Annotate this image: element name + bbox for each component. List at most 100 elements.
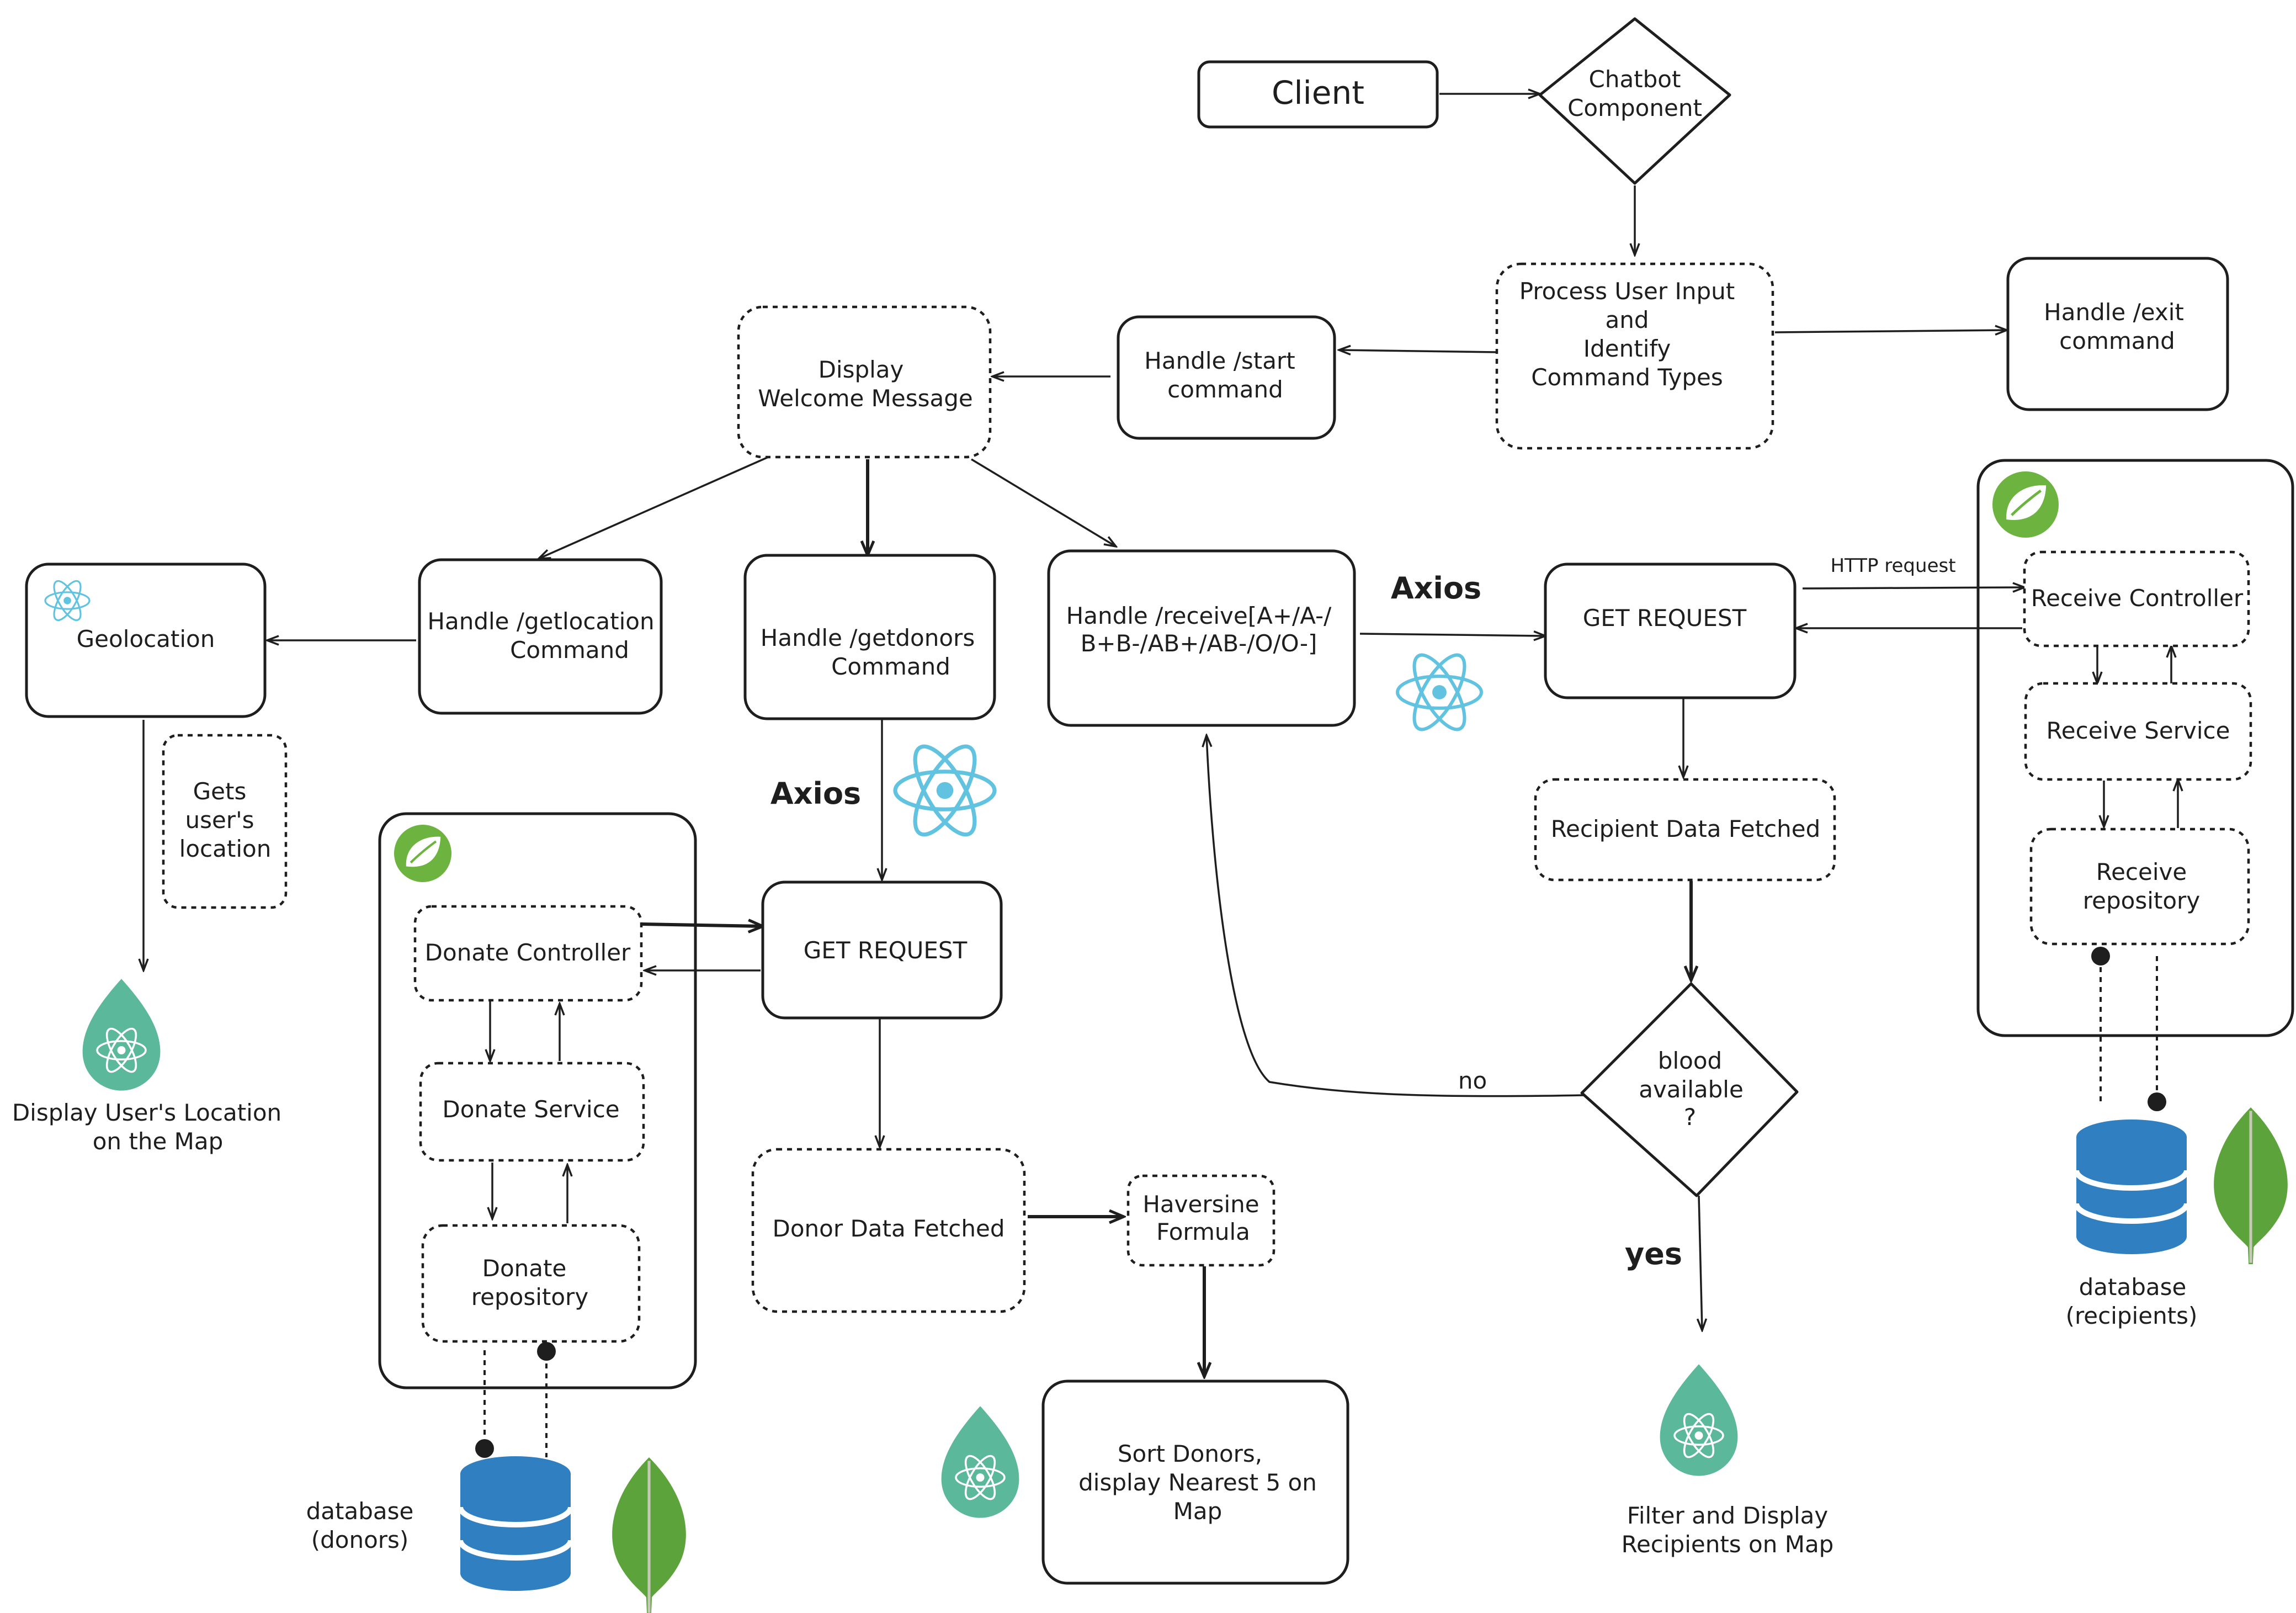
node-process-user-input: Process User Input and Identify Command … <box>1495 262 1774 450</box>
node-get-request-donor: GET REQUEST <box>761 880 1003 1020</box>
svg-text:Receive: Receive <box>2096 858 2187 885</box>
label-yes: yes <box>1625 1237 1682 1271</box>
svg-text:Geolocation: Geolocation <box>77 625 215 652</box>
filter-display-label: Filter and Display <box>1627 1502 1829 1529</box>
svg-text:Identify: Identify <box>1583 335 1671 362</box>
spring-leaf-icon <box>1992 471 2059 538</box>
mongodb-leaf-icon <box>612 1457 686 1613</box>
svg-text:Receive Controller: Receive Controller <box>2031 585 2244 612</box>
svg-text:command: command <box>1167 376 1283 403</box>
database-recipients-label: database <box>2079 1274 2187 1301</box>
filter-display-label-2: Recipients on Map <box>1622 1531 1834 1558</box>
svg-text:Formula: Formula <box>1156 1218 1250 1245</box>
svg-text:Handle /exit: Handle /exit <box>2044 299 2184 326</box>
label-no: no <box>1458 1067 1487 1094</box>
label-axios-receive: Axios <box>1391 571 1481 606</box>
svg-text:Donor Data Fetched: Donor Data Fetched <box>773 1215 1005 1242</box>
edge-welcome-getlocation <box>539 456 769 559</box>
node-chatbot-component: Chatbot Component <box>1538 17 1731 185</box>
db-link-donors-dot-1 <box>475 1439 494 1458</box>
react-icon <box>1397 648 1481 737</box>
database-cylinder-icon <box>460 1456 571 1591</box>
node-receive-service: Receive Service <box>2024 682 2252 781</box>
node-display-welcome: Display Welcome Message <box>737 305 992 459</box>
map-pin-react-icon <box>942 1406 1019 1518</box>
node-receive-repository: Receive repository <box>2029 827 2250 946</box>
edge-blood-filter <box>1699 1195 1702 1330</box>
node-recipient-data-fetched: Recipient Data Fetched <box>1534 778 1836 882</box>
svg-text:?: ? <box>1684 1103 1696 1131</box>
node-get-request-recipient: GET REQUEST <box>1544 563 1797 699</box>
svg-text:Donate: Donate <box>482 1255 567 1282</box>
svg-text:Welcome Message: Welcome Message <box>758 385 973 412</box>
node-donate-controller: Donate Controller <box>413 905 643 1002</box>
label-axios-donors: Axios <box>770 776 861 811</box>
svg-text:GET REQUEST: GET REQUEST <box>1583 604 1747 632</box>
db-link-recipients-dot-1 <box>2091 947 2110 965</box>
node-donor-data-fetched: Donor Data Fetched <box>751 1148 1026 1313</box>
node-handle-receive: Handle /receive[A+/A-/ B+B-/AB+/AB-/O/O-… <box>1047 549 1356 727</box>
edge-process-exit <box>1774 330 2007 332</box>
svg-text:Handle /start: Handle /start <box>1144 347 1295 374</box>
svg-text:Haversine: Haversine <box>1142 1191 1259 1218</box>
edge-welcome-receive <box>971 458 1116 546</box>
node-receive-controller: Receive Controller <box>2023 550 2250 648</box>
svg-text:Map: Map <box>1173 1498 1223 1525</box>
svg-text:Receive Service: Receive Service <box>2046 717 2230 744</box>
svg-text:command: command <box>2059 327 2175 354</box>
map-pin-react-icon <box>1660 1364 1738 1476</box>
database-cylinder-icon <box>2076 1119 2187 1254</box>
svg-text:Command: Command <box>510 636 629 664</box>
mongodb-leaf-icon <box>2214 1107 2288 1264</box>
svg-text:and: and <box>1605 306 1649 333</box>
edges <box>144 94 2178 1458</box>
svg-text:Command: Command <box>831 653 950 680</box>
svg-text:Chatbot: Chatbot <box>1589 66 1681 93</box>
edge-donatecontroller-getrequest <box>641 924 763 926</box>
svg-text:repository: repository <box>471 1283 588 1310</box>
node-handle-exit: Handle /exit command <box>2006 257 2229 411</box>
svg-text:available: available <box>1639 1076 1744 1103</box>
svg-text:location: location <box>179 835 272 862</box>
display-location-label: Display User's Location <box>12 1099 281 1126</box>
svg-text:Display: Display <box>819 356 904 383</box>
svg-text:repository: repository <box>2083 887 2200 914</box>
db-link-recipients-dot-2 <box>2148 1092 2166 1111</box>
edge-process-start <box>1339 350 1497 352</box>
node-blood-available: blood available ? <box>1580 982 1799 1197</box>
svg-text:GET REQUEST: GET REQUEST <box>804 937 968 964</box>
client-label: Client <box>1272 74 1364 112</box>
node-geolocation: Geolocation <box>25 563 267 718</box>
react-icon <box>895 738 995 843</box>
database-donors-label: database <box>306 1498 414 1525</box>
label-http-request: HTTP request <box>1830 555 1955 577</box>
database-donors-label-2: (donors) <box>311 1526 409 1553</box>
display-location-label-2: on the Map <box>93 1128 224 1155</box>
svg-text:Recipient Data Fetched: Recipient Data Fetched <box>1551 815 1821 842</box>
svg-text:Gets: Gets <box>193 778 247 805</box>
svg-text:Handle /getdonors: Handle /getdonors <box>761 624 975 651</box>
node-handle-getdonors: Handle /getdonors Command <box>743 554 996 720</box>
svg-text:Donate Controller: Donate Controller <box>425 939 631 966</box>
edge-receive-getrequest <box>1359 634 1545 636</box>
svg-text:Handle /receive[A+/A-/: Handle /receive[A+/A-/ <box>1066 602 1332 629</box>
svg-text:display Nearest 5 on: display Nearest 5 on <box>1078 1469 1317 1496</box>
svg-text:Donate Service: Donate Service <box>442 1096 619 1123</box>
svg-text:Sort Donors,: Sort Donors, <box>1118 1440 1262 1467</box>
edge-getrequest-receivecontroller <box>1802 587 2024 588</box>
map-pin-react-icon <box>83 979 161 1090</box>
node-handle-getlocation: Handle /getlocation Command <box>418 558 663 715</box>
svg-text:Process User Input: Process User Input <box>1519 278 1735 305</box>
node-client: Client <box>1197 60 1439 129</box>
svg-text:B+B-/AB+/AB-/O/O-]: B+B-/AB+/AB-/O/O-] <box>1081 630 1317 657</box>
edge-blood-no-receive <box>1207 735 1585 1097</box>
svg-text:blood: blood <box>1658 1047 1722 1074</box>
svg-text:user's: user's <box>185 806 254 834</box>
svg-text:Command Types: Command Types <box>1531 364 1723 391</box>
node-donate-service: Donate Service <box>419 1062 645 1162</box>
svg-text:Handle /getlocation: Handle /getlocation <box>427 608 654 635</box>
database-recipients-label-2: (recipients) <box>2066 1302 2198 1329</box>
node-handle-start: Handle /start command <box>1117 315 1336 440</box>
node-sort-donors: Sort Donors, display Nearest 5 on Map <box>1041 1379 1349 1585</box>
